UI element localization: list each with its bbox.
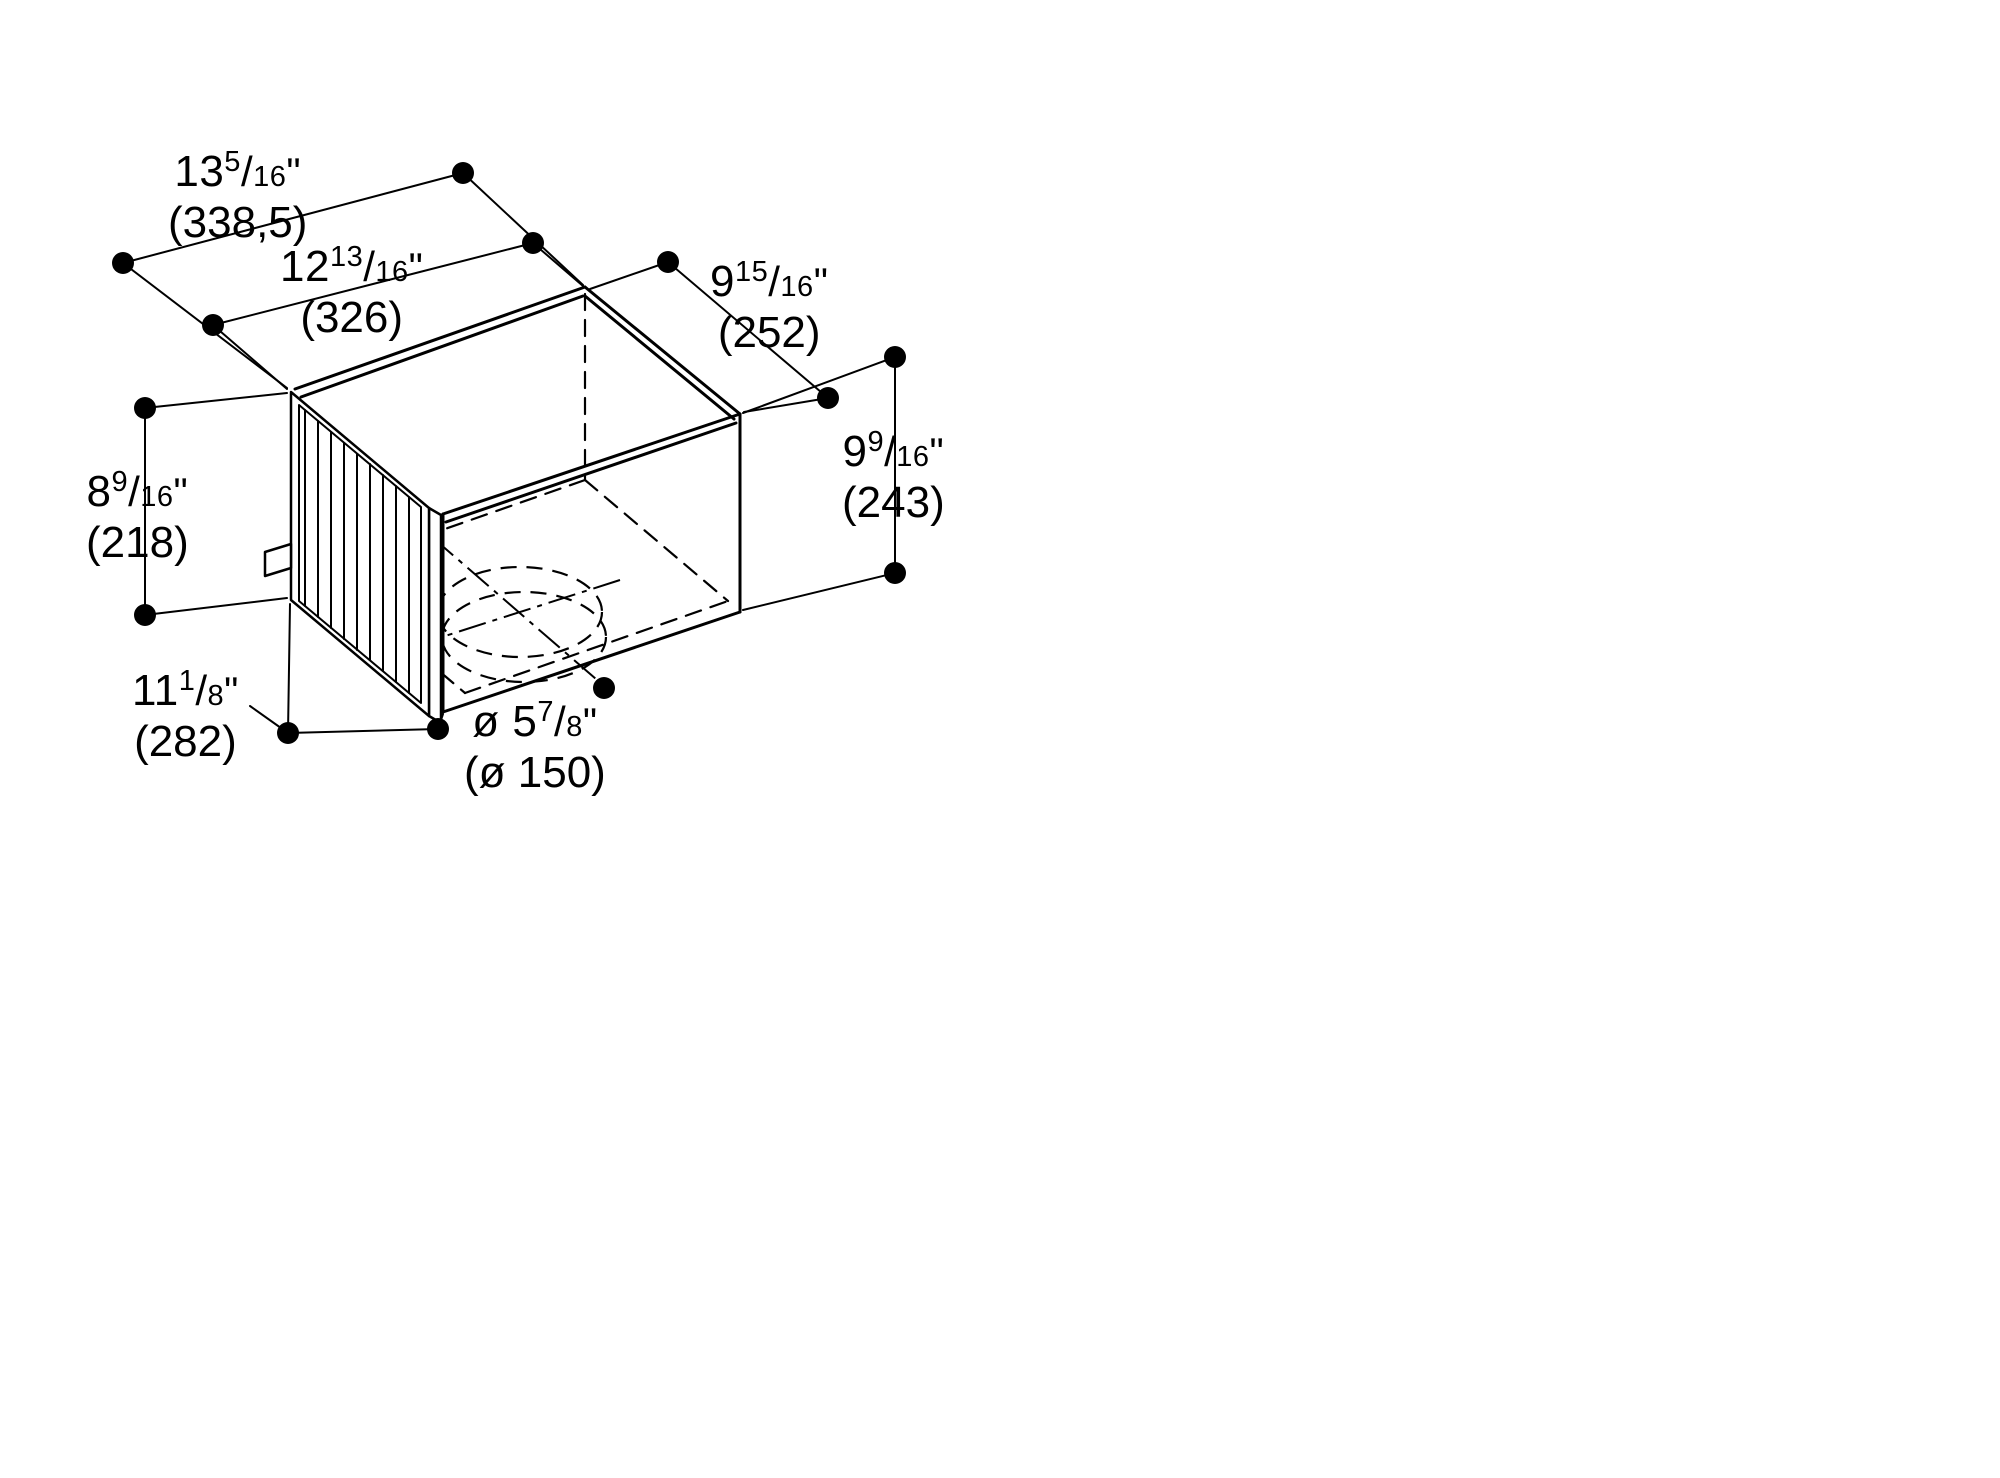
dim-duct-diameter-imperial: ø 57/8" — [472, 696, 598, 746]
dim-duct-diameter-label: ø 57/8" (ø 150) — [464, 696, 606, 798]
dim-overall-depth-imperial: 135/16" — [174, 146, 302, 196]
mounting-bracket — [263, 542, 293, 578]
dim-right-height-label: 99/16" (243) — [842, 426, 945, 528]
dim-overall-depth-metric: (338,5) — [168, 198, 308, 248]
dim-left-height-label: 89/16" (218) — [86, 466, 189, 568]
dim-bottom-depth-imperial: 111/8" — [132, 665, 239, 715]
duct-opening-circle — [419, 536, 621, 687]
dimension-lines — [122, 172, 896, 734]
slatted-filter-panel — [263, 390, 443, 725]
dim-top-width-metric: (252) — [717, 308, 821, 358]
dim-left-height-metric: (218) — [86, 518, 189, 568]
dim-right-height-metric: (243) — [842, 478, 945, 528]
dim-duct-diameter-metric: (ø 150) — [464, 748, 606, 798]
dim-top-width-label: 915/16" (252) — [710, 256, 828, 358]
dim-inner-depth-metric: (326) — [300, 293, 404, 343]
dim-left-height-imperial: 89/16" — [86, 466, 189, 516]
dim-right-height-imperial: 99/16" — [842, 426, 945, 476]
panel-slats — [304, 409, 410, 694]
dim-overall-depth-label: 135/16" (338,5) — [168, 146, 307, 248]
dim-bottom-depth-metric: (282) — [134, 717, 237, 767]
dim-inner-depth-imperial: 1213/16" — [280, 241, 424, 291]
dimension-endpoint-dots — [112, 162, 906, 744]
dim-inner-depth-label: 1213/16" (326) — [280, 241, 423, 343]
dim-bottom-depth-label: 111/8" (282) — [132, 665, 239, 767]
dim-top-width-imperial: 915/16" — [710, 256, 829, 306]
